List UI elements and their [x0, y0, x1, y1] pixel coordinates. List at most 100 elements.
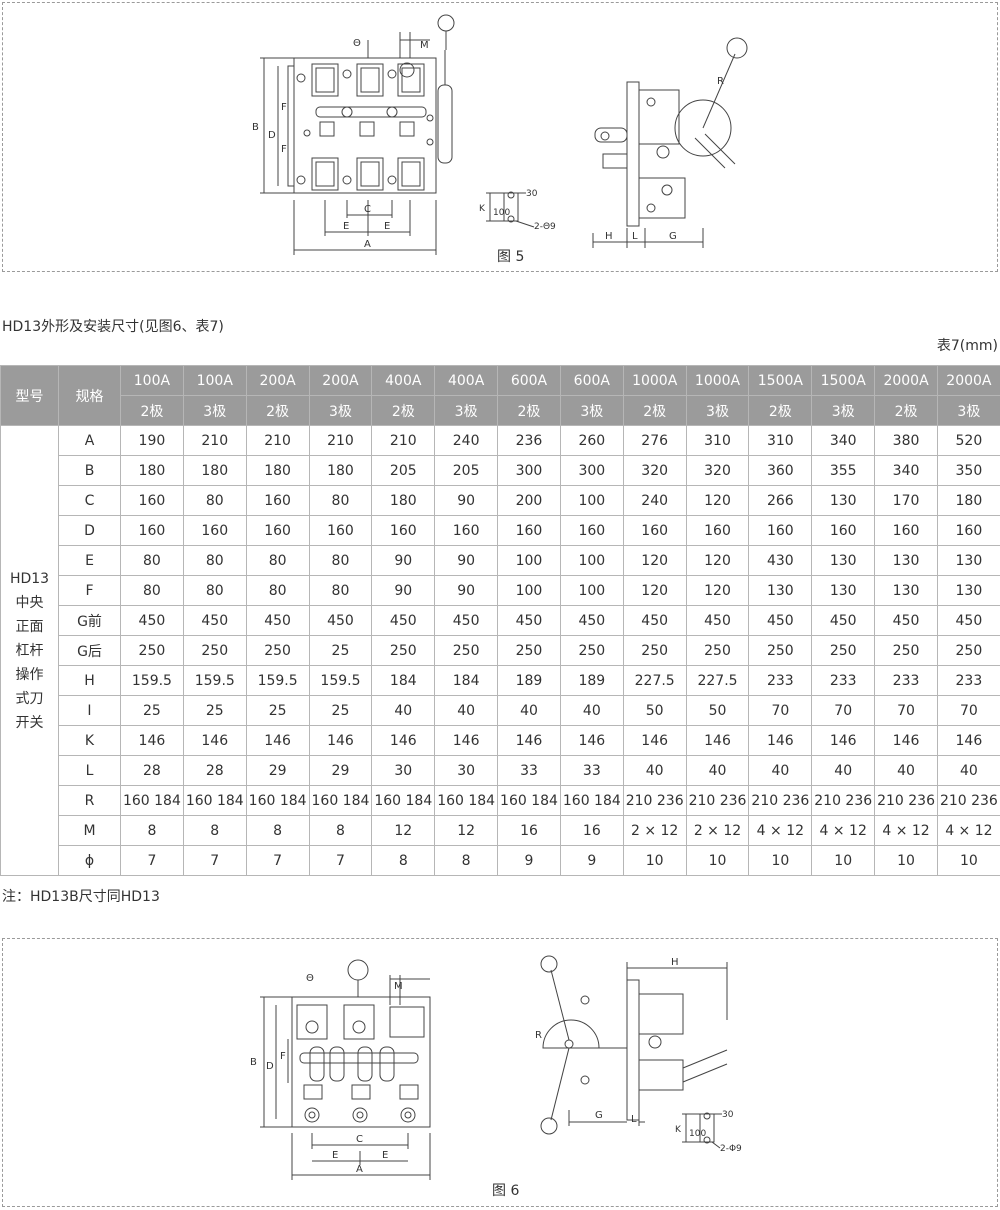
- value-cell: 227.5: [685, 665, 750, 696]
- value-cell: 210 236: [748, 785, 813, 816]
- value-cell: 2 × 12: [685, 815, 750, 846]
- value-cell: 7: [182, 845, 247, 876]
- model-line: 式刀: [15, 690, 44, 707]
- value-cell: 450: [559, 605, 624, 636]
- value-cell: 8: [308, 815, 373, 846]
- header-poles: 2极: [748, 395, 813, 426]
- value-cell: 210 236: [811, 785, 876, 816]
- value-cell: 210 236: [936, 785, 1000, 816]
- value-cell: 450: [748, 605, 813, 636]
- value-cell: 25: [245, 695, 310, 726]
- header-current: 600A: [497, 365, 561, 396]
- value-cell: 184: [371, 665, 436, 696]
- param-cell: H: [58, 665, 121, 696]
- value-cell: 210: [308, 425, 373, 456]
- header-current: 400A: [434, 365, 499, 396]
- value-cell: 250: [182, 635, 247, 666]
- value-cell: 90: [371, 545, 436, 576]
- value-cell: 146: [120, 725, 184, 756]
- value-cell: 350: [936, 455, 1000, 486]
- value-cell: 160 184: [371, 785, 436, 816]
- value-cell: 80: [308, 575, 373, 606]
- param-cell: I: [58, 695, 121, 726]
- param-cell: A: [58, 425, 121, 456]
- value-cell: 250: [371, 635, 436, 666]
- value-cell: 159.5: [182, 665, 247, 696]
- fig6-label-e2: E: [382, 1150, 388, 1161]
- value-cell: 233: [936, 665, 1000, 696]
- value-cell: 146: [874, 725, 938, 756]
- fig6-label-m: M: [394, 981, 403, 992]
- figure-6-mount-hole-detail: K 100 30 2-Φ9: [675, 1110, 742, 1154]
- fig6-label-c: C: [356, 1134, 363, 1145]
- model-line: 操作: [15, 666, 44, 683]
- header-poles: 3极: [685, 395, 750, 426]
- value-cell: 250: [748, 635, 813, 666]
- header-current: 100A: [182, 365, 247, 396]
- value-cell: 40: [936, 755, 1000, 786]
- fig5-label-k: K: [479, 204, 486, 214]
- value-cell: 130: [811, 485, 876, 516]
- value-cell: 80: [245, 575, 310, 606]
- value-cell: 170: [874, 485, 938, 516]
- value-cell: 180: [182, 455, 247, 486]
- value-cell: 120: [685, 545, 750, 576]
- value-cell: 130: [811, 545, 876, 576]
- fig6-label-k: K: [675, 1125, 682, 1135]
- fig6-label-f: F: [280, 1051, 286, 1062]
- value-cell: 8: [434, 845, 499, 876]
- figure-5-panel: [2, 2, 998, 272]
- value-cell: 160: [308, 515, 373, 546]
- value-cell: 80: [308, 485, 373, 516]
- value-cell: 160 184: [245, 785, 310, 816]
- value-cell: 16: [497, 815, 561, 846]
- fig6-label-r: R: [535, 1030, 542, 1041]
- param-cell: R: [58, 785, 121, 816]
- header-current: 1000A: [622, 365, 687, 396]
- value-cell: 240: [622, 485, 687, 516]
- value-cell: 80: [308, 545, 373, 576]
- value-cell: 40: [685, 755, 750, 786]
- header-current: 100A: [120, 365, 184, 396]
- param-cell: M: [58, 815, 121, 846]
- header-current: 200A: [308, 365, 373, 396]
- value-cell: 210 236: [685, 785, 750, 816]
- value-cell: 250: [245, 635, 310, 666]
- value-cell: 160: [874, 515, 938, 546]
- fig6-label-h: H: [671, 957, 679, 968]
- value-cell: 160 184: [120, 785, 184, 816]
- header-current: 2000A: [874, 365, 938, 396]
- value-cell: 7: [245, 845, 310, 876]
- value-cell: 300: [559, 455, 624, 486]
- fig5-label-m: M: [420, 40, 429, 51]
- value-cell: 250: [559, 635, 624, 666]
- value-cell: 25: [308, 635, 373, 666]
- fig6-label-theta: Θ: [306, 973, 314, 984]
- value-cell: 28: [120, 755, 184, 786]
- value-cell: 250: [434, 635, 499, 666]
- value-cell: 146: [559, 725, 624, 756]
- value-cell: 70: [811, 695, 876, 726]
- value-cell: 4 × 12: [874, 815, 938, 846]
- value-cell: 40: [559, 695, 624, 726]
- value-cell: 146: [245, 725, 310, 756]
- value-cell: 450: [685, 605, 750, 636]
- header-poles: 3极: [308, 395, 373, 426]
- value-cell: 100: [559, 545, 624, 576]
- value-cell: 80: [120, 575, 184, 606]
- value-cell: 360: [748, 455, 813, 486]
- header-current: 1000A: [685, 365, 750, 396]
- value-cell: 450: [936, 605, 1000, 636]
- value-cell: 90: [434, 575, 499, 606]
- table-note: 注：HD13B尺寸同HD13: [2, 889, 160, 905]
- value-cell: 4 × 12: [748, 815, 813, 846]
- value-cell: 120: [622, 575, 687, 606]
